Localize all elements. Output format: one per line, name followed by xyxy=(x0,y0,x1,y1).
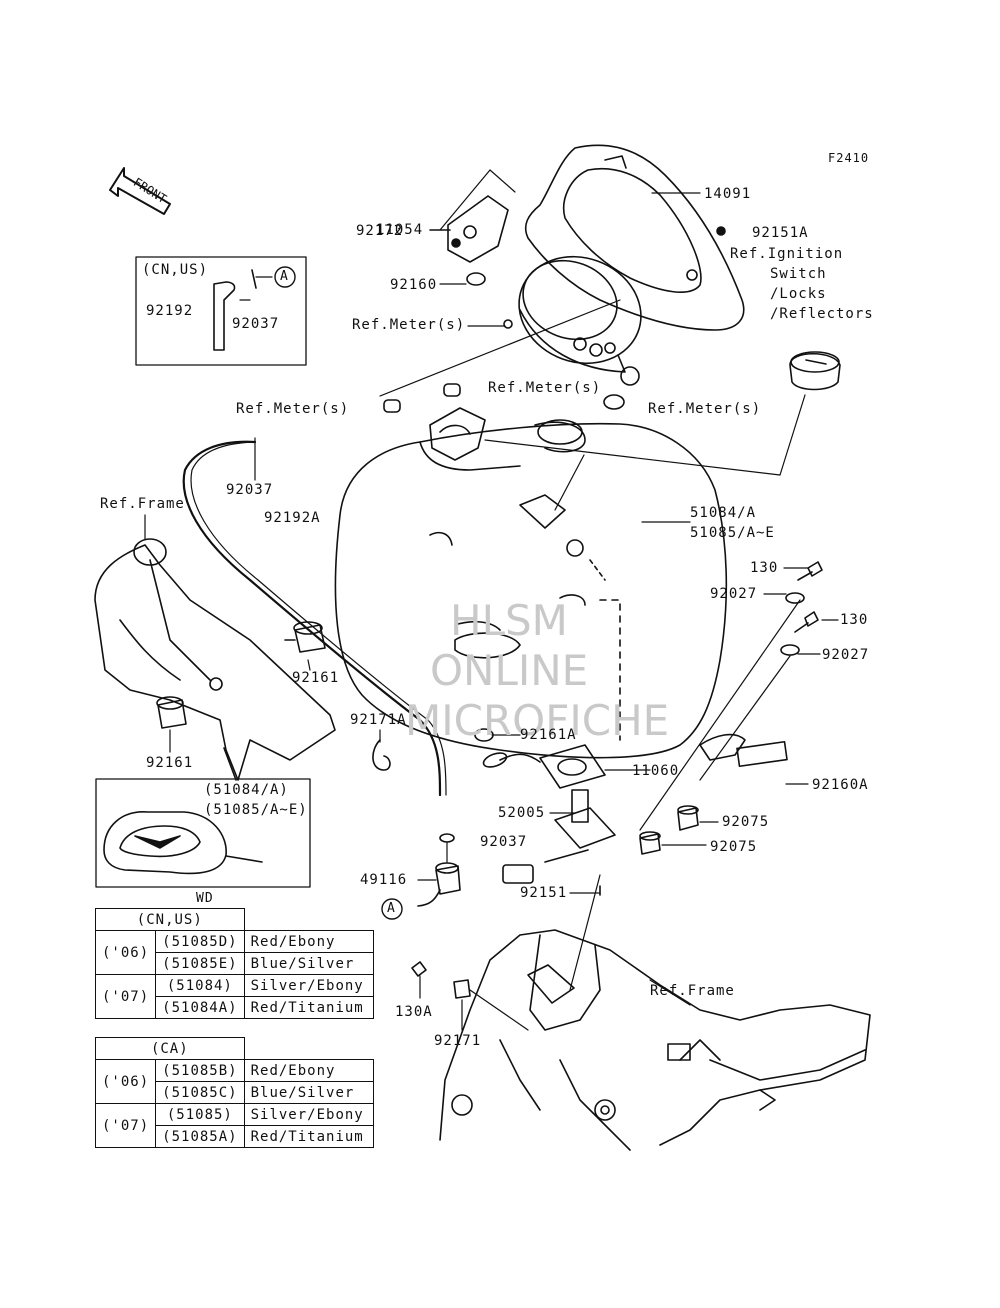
table-color: Silver/Ebony xyxy=(243,974,374,997)
label-ref-ignition-4: /Reflectors xyxy=(770,306,874,322)
figure-id: F2410 xyxy=(828,151,870,165)
table-row: ('07) (51084) Silver/Ebony xyxy=(94,974,374,1019)
label-92160a: 92160A xyxy=(812,777,869,793)
label-92151: 92151 xyxy=(520,885,568,901)
table-color: Red/Titanium xyxy=(243,1125,374,1148)
label-ref-meter-3: Ref.Meter(s) xyxy=(236,401,350,417)
rubber-damper-92161 xyxy=(156,621,326,753)
ignition-switch-cap xyxy=(789,351,841,391)
inset-hose-box xyxy=(135,256,307,366)
watermark-hlsm: HLSM xyxy=(450,596,568,645)
label-ref-meter-4: Ref.Meter(s) xyxy=(648,401,762,417)
front-arrow-icon: FRONT xyxy=(109,167,171,215)
table-color: Blue/Silver xyxy=(243,1081,374,1104)
label-11054: 11054 xyxy=(376,222,424,238)
label-130-a: 130 xyxy=(750,560,779,576)
label-ref-ignition-1: Ref.Ignition xyxy=(730,246,844,262)
label-130-b: 130 xyxy=(840,612,869,628)
table-code: (51085C) xyxy=(155,1081,245,1104)
speedometer-meter xyxy=(466,255,642,386)
label-92075-a: 92075 xyxy=(722,814,770,830)
hose-92192a xyxy=(182,440,442,797)
label-ref-frame-right: Ref.Frame xyxy=(650,983,735,999)
label-ref-frame-left: Ref.Frame xyxy=(100,496,185,512)
table-color: Blue/Silver xyxy=(243,952,374,975)
table-code: (51085E) xyxy=(155,952,245,975)
label-ref-meter-1: Ref.Meter(s) xyxy=(352,317,466,333)
label-92160: 92160 xyxy=(390,277,438,293)
label-92075-b: 92075 xyxy=(710,839,758,855)
label-ref-ignition-3: /Locks xyxy=(770,286,827,302)
marker-a-bottom xyxy=(381,898,403,920)
table-code: (51085A) xyxy=(155,1125,245,1148)
label-92027-b: 92027 xyxy=(822,647,870,663)
table-year: ('07) xyxy=(94,974,157,1019)
table-code: (51084A) xyxy=(155,996,245,1019)
watermark-microfiche: MICROFICHE xyxy=(405,696,670,745)
label-92151a: 92151A xyxy=(752,225,809,241)
label-92161-b: 92161 xyxy=(146,755,194,771)
inset-hose-title: (CN,US) xyxy=(142,262,209,278)
table-color: Red/Ebony xyxy=(243,930,374,953)
marker-a-top xyxy=(274,266,296,288)
label-92161a: 92161A xyxy=(520,727,577,743)
wd-label: WD xyxy=(196,891,214,906)
table-header-row: (CA) xyxy=(95,1037,374,1060)
label-92037-bottom: 92037 xyxy=(480,834,528,850)
label-52005: 52005 xyxy=(498,805,546,821)
table-row: ('06) (51085B) Red/Ebony xyxy=(94,1059,374,1104)
label-49116: 49116 xyxy=(360,872,408,888)
inset-tank-box xyxy=(95,778,311,888)
table-code: (51085B) xyxy=(155,1059,245,1082)
table-header: (CN,US) xyxy=(95,908,245,931)
table-row: (51085C) Blue/Silver xyxy=(96,1081,374,1104)
table-color: Silver/Ebony xyxy=(243,1103,374,1126)
table-color: Red/Ebony xyxy=(243,1059,374,1082)
label-92171a: 92171A xyxy=(350,712,407,728)
table-year: ('06) xyxy=(94,930,157,975)
fuel-pump-assembly xyxy=(482,744,651,896)
marker-a-bottom-text: A xyxy=(387,901,396,916)
watermark-online: ONLINE xyxy=(430,646,589,695)
table-row: ('06) (51085D) Red/Ebony xyxy=(94,930,374,975)
label-92172: 92172 xyxy=(356,223,404,239)
label-ref-ignition-2: Switch xyxy=(770,266,827,282)
tank-cover-console xyxy=(524,144,745,331)
label-92037-top: 92037 xyxy=(226,482,274,498)
table-header: (CA) xyxy=(95,1037,245,1060)
table-code: (51084) xyxy=(155,974,245,997)
label-130a: 130A xyxy=(395,1004,433,1020)
label-14091: 14091 xyxy=(704,186,752,202)
label-51085: 51085/A~E xyxy=(690,525,775,541)
table-code: (51085D) xyxy=(155,930,245,953)
bolts-and-washers xyxy=(639,561,839,831)
table-row: (51084A) Red/Titanium xyxy=(96,996,374,1019)
frame-left xyxy=(94,514,336,781)
table-row: (51085E) Blue/Silver xyxy=(96,952,374,975)
table-code: (51085) xyxy=(155,1103,245,1126)
label-92192a: 92192A xyxy=(264,510,321,526)
table-color: Red/Titanium xyxy=(243,996,374,1019)
inset-tank-line1: (51084/A) xyxy=(204,782,289,798)
table-row: ('07) (51085) Silver/Ebony xyxy=(94,1103,374,1148)
label-51084: 51084/A xyxy=(690,505,757,521)
color-table-ca: (CA) ('06) (51085B) Red/Ebony (51085C) B… xyxy=(94,1037,374,1148)
table-year: ('06) xyxy=(94,1059,157,1104)
inset-tank-line2: (51085/A~E) xyxy=(204,802,308,818)
inset-hose-92037: 92037 xyxy=(232,316,280,332)
table-row: (51085A) Red/Titanium xyxy=(96,1125,374,1148)
label-92161-a: 92161 xyxy=(292,670,340,686)
bracket-11054 xyxy=(429,195,509,263)
marker-a-top-text: A xyxy=(280,269,289,284)
label-92027-a: 92027 xyxy=(710,586,758,602)
label-92171: 92171 xyxy=(434,1033,482,1049)
inset-hose-92192: 92192 xyxy=(146,303,194,319)
frame-right xyxy=(439,874,871,1151)
label-ref-meter-2: Ref.Meter(s) xyxy=(488,380,602,396)
color-table-cnus: (CN,US) ('06) (51085D) Red/Ebony (51085E… xyxy=(94,908,374,1019)
label-11060: 11060 xyxy=(632,763,680,779)
table-year: ('07) xyxy=(94,1103,157,1148)
table-header-row: (CN,US) xyxy=(95,908,374,931)
